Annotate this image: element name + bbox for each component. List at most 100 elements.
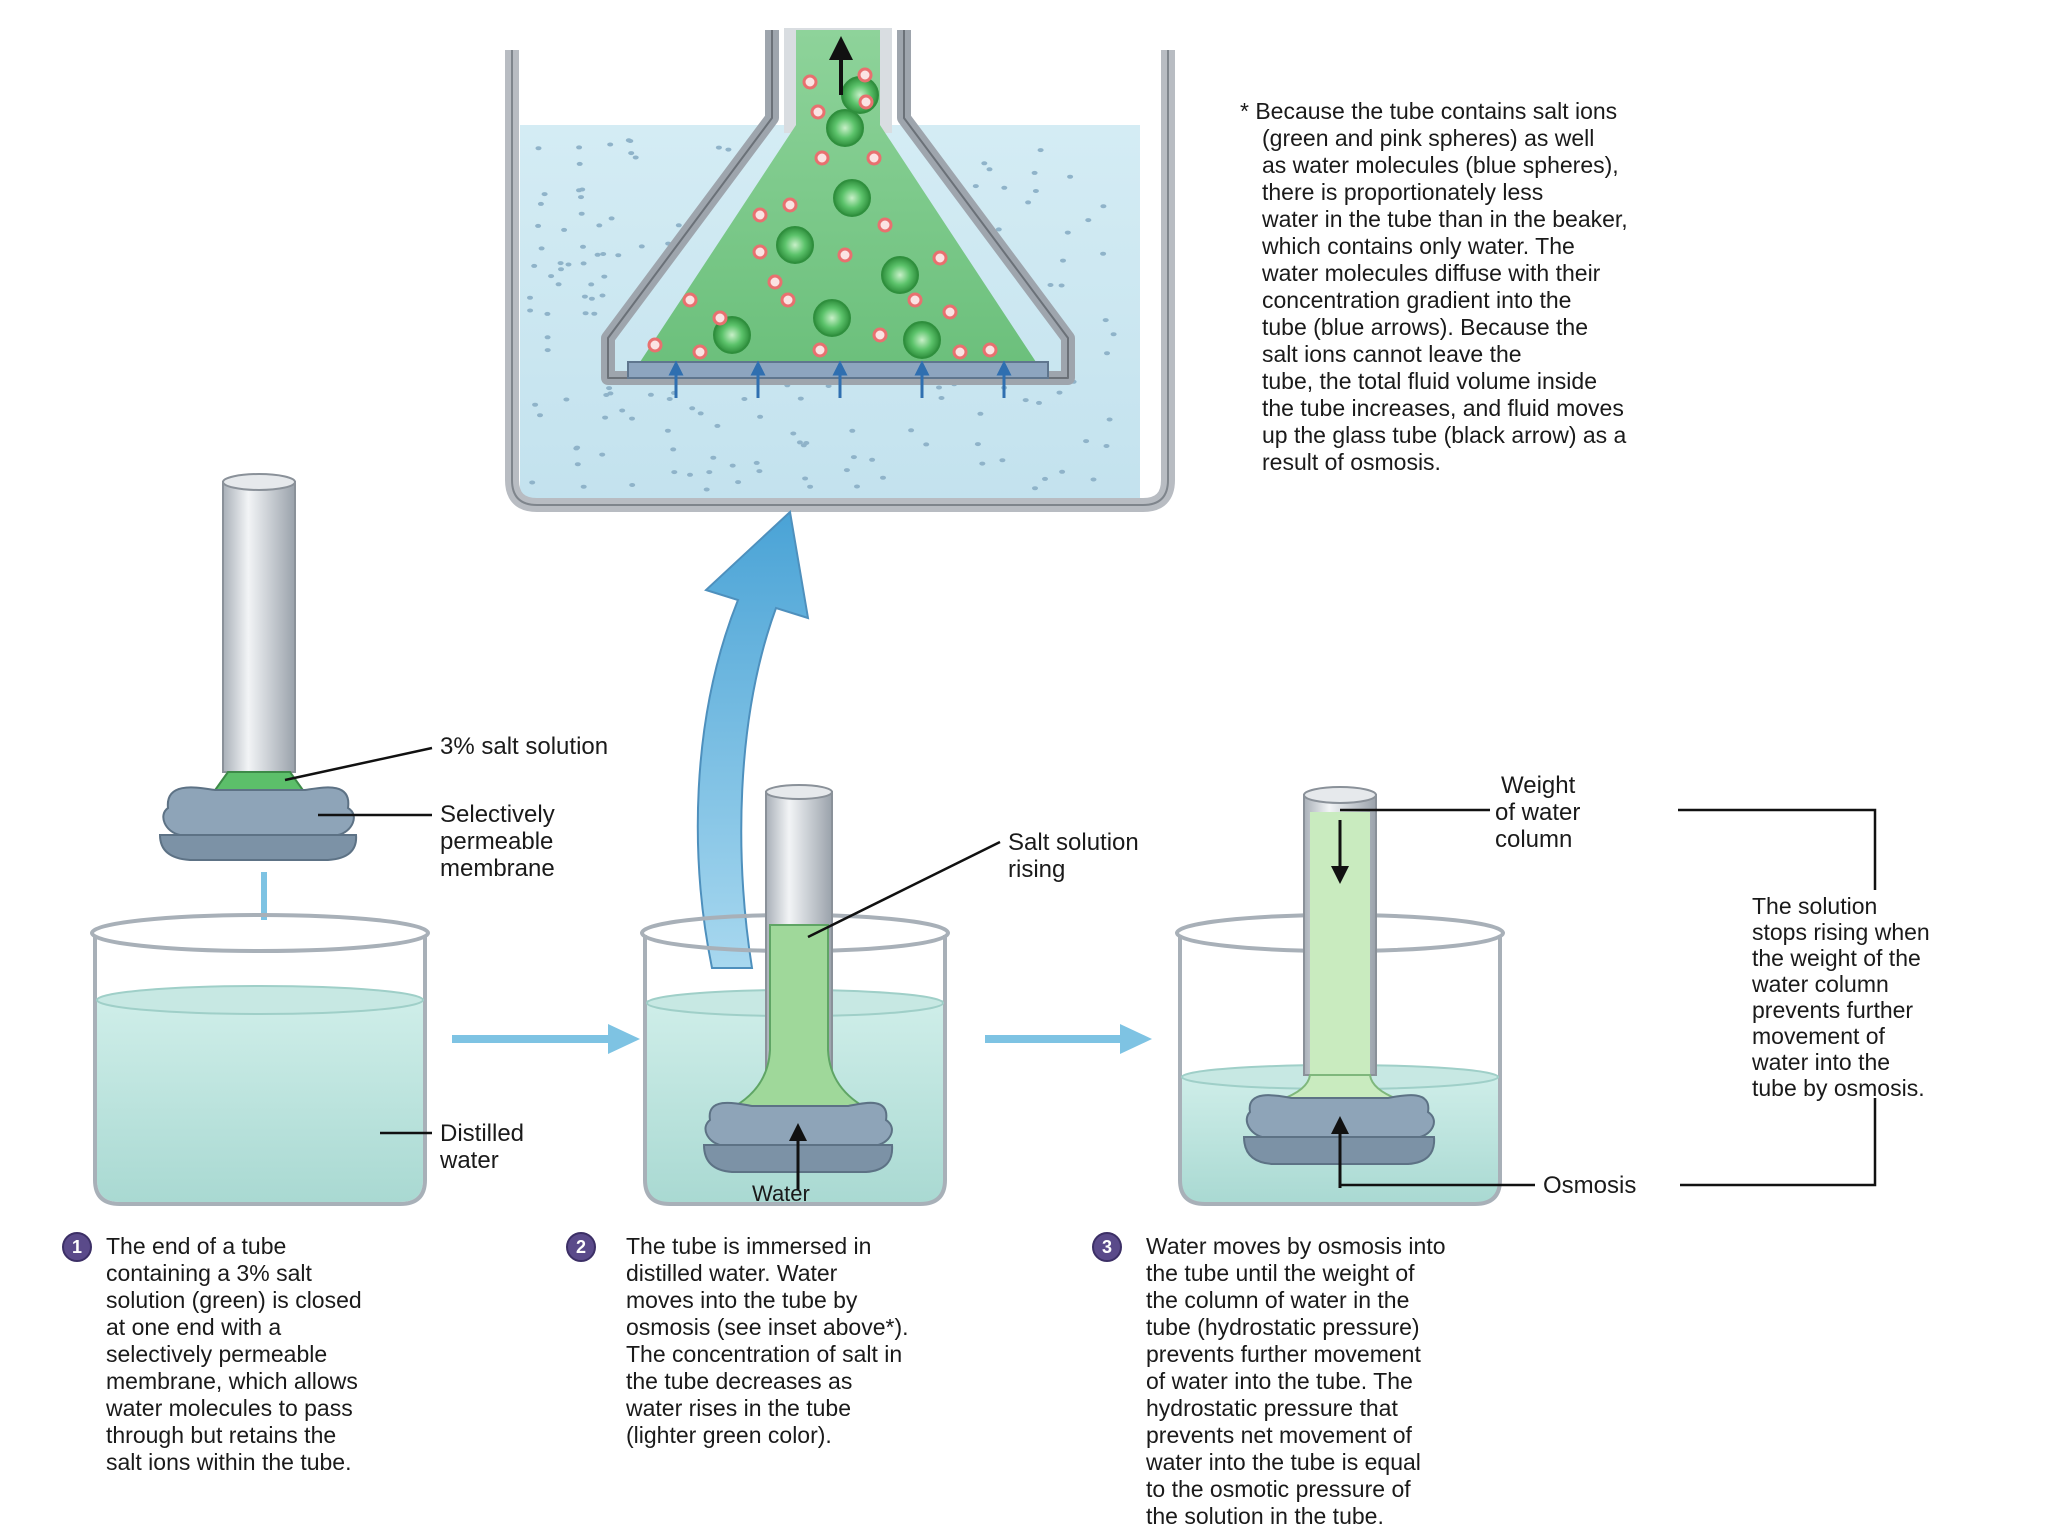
step1-beaker (90, 913, 430, 1206)
label-membrane-line: membrane (440, 855, 555, 882)
label-stops-line: movement of (1752, 1023, 1885, 1049)
inset-note-line: there is proportionately less (1262, 179, 1544, 205)
green-ion (881, 256, 919, 294)
label-weight-line: column (1495, 826, 1573, 853)
water-molecule-dot (615, 253, 622, 258)
water-molecule-dot (555, 282, 562, 287)
pink-ion (802, 74, 818, 90)
step2-line: distilled water. Water (626, 1260, 838, 1286)
pink-ion (810, 104, 826, 120)
step3-line: to the osmotic pressure of (1146, 1476, 1411, 1502)
water-molecule-dot (729, 463, 736, 468)
step1-line: membrane, which allows (106, 1368, 358, 1394)
water-molecule-dot (1090, 477, 1097, 482)
water-molecule-dot (923, 442, 930, 447)
water-molecule-dot (557, 261, 564, 266)
water-molecule-dot (629, 483, 636, 487)
label-membrane-line: permeable (440, 828, 554, 855)
water-molecule-dot (796, 440, 803, 445)
step3-line: prevents net movement of (1146, 1422, 1412, 1448)
inset-note-line: water molecules diffuse with their (1262, 260, 1601, 286)
water-molecule-dot (591, 311, 598, 316)
step1-line: water molecules to pass (106, 1395, 353, 1421)
arrow-step1-to-step2 (452, 1024, 640, 1054)
water-molecule-dot (647, 392, 654, 397)
step2-line: water rises in the tube (626, 1395, 852, 1421)
water-molecule-dot (725, 147, 732, 152)
green-ion (826, 109, 864, 147)
water-molecule-dot (938, 396, 945, 400)
step1-number-badge: 1 (62, 1232, 92, 1262)
water-molecule-dot (666, 397, 673, 401)
water-molecule-dot (1022, 398, 1029, 403)
label-weight-line: Weight (1501, 772, 1576, 799)
water-molecule-dot (710, 455, 717, 460)
pink-ion (858, 94, 874, 110)
water-molecule-dot (544, 311, 551, 316)
label-water: Water (752, 1181, 810, 1206)
water-molecule-dot (588, 296, 595, 301)
water-molecule-dot (979, 461, 986, 466)
pink-ion (712, 310, 728, 326)
water-molecule-dot (599, 293, 606, 298)
water-molecule-dot (576, 188, 582, 193)
water-molecule-dot (629, 416, 635, 421)
water-molecule-dot (1001, 185, 1008, 190)
water-molecule-dot (582, 311, 589, 316)
step2-number-badge: 2 (566, 1232, 596, 1262)
step2-line: The concentration of salt in (626, 1341, 903, 1367)
water-molecule-dot (541, 192, 548, 197)
water-molecule-dot (532, 402, 539, 407)
water-molecule-dot (1059, 469, 1066, 474)
water-molecule-dot (843, 468, 850, 473)
label-stops-line: the weight of the (1752, 945, 1921, 971)
step3-line: the solution in the tube. (1146, 1503, 1384, 1529)
water-molecule-dot (1031, 170, 1038, 175)
water-molecule-dot (599, 452, 606, 457)
water-molecule-dot (1060, 258, 1066, 263)
step1-line: The end of a tube (106, 1233, 287, 1259)
water-molecule-dot (576, 161, 583, 166)
water-molecule-dot (741, 397, 748, 401)
water-molecule-dot (803, 441, 810, 445)
label-stops-line: water column (1752, 971, 1889, 997)
step3-line: the column of water in the (1146, 1287, 1410, 1313)
inset-note-line: concentration gradient into the (1262, 287, 1572, 313)
green-ion (903, 321, 941, 359)
water-molecule-dot (1037, 148, 1044, 153)
leader-lines (284, 746, 1877, 1188)
water-molecule-dot (1100, 204, 1107, 209)
green-ion (813, 299, 851, 337)
step1-caption: The end of a tube containing a 3% salt s… (106, 1233, 362, 1476)
pink-ion (782, 197, 798, 213)
water-molecule-dot (986, 167, 993, 172)
water-molecule-dot (756, 469, 763, 474)
step2-line: moves into the tube by (626, 1287, 858, 1313)
inset-note-line: tube (blue arrows). Because the (1262, 314, 1589, 340)
water-molecule-dot (697, 411, 704, 416)
label-stops-line: water into the (1752, 1049, 1891, 1075)
pink-ion (942, 304, 958, 320)
step2-line: the tube decreases as (626, 1368, 853, 1394)
step3-line: Water moves by osmosis into (1146, 1233, 1446, 1259)
pink-ion (857, 67, 873, 83)
inset-note: * Because the tube contains salt ions (g… (1240, 98, 1628, 476)
pink-ion (952, 344, 968, 360)
water-molecule-dot (974, 442, 981, 447)
pink-ion (872, 327, 888, 343)
water-molecule-dot (628, 151, 635, 156)
water-molecule-dot (1102, 318, 1109, 323)
water-molecule-dot (1100, 251, 1107, 256)
water-molecule-dot (687, 472, 693, 477)
label-stops-line: tube by osmosis. (1752, 1075, 1925, 1101)
water-molecule-dot (670, 447, 677, 452)
step1-apparatus (158, 473, 358, 955)
water-molecule-dot (797, 396, 804, 401)
water-molecule-dot (1104, 351, 1110, 356)
label-stops-line: stops rising when (1752, 919, 1930, 945)
water-molecule-dot (573, 446, 580, 451)
inset-note-line: salt ions cannot leave the (1262, 341, 1522, 367)
water-molecule-dot (735, 480, 742, 485)
water-molecule-dot (601, 274, 608, 279)
step2-caption: The tube is immersed in distilled water.… (626, 1233, 909, 1449)
